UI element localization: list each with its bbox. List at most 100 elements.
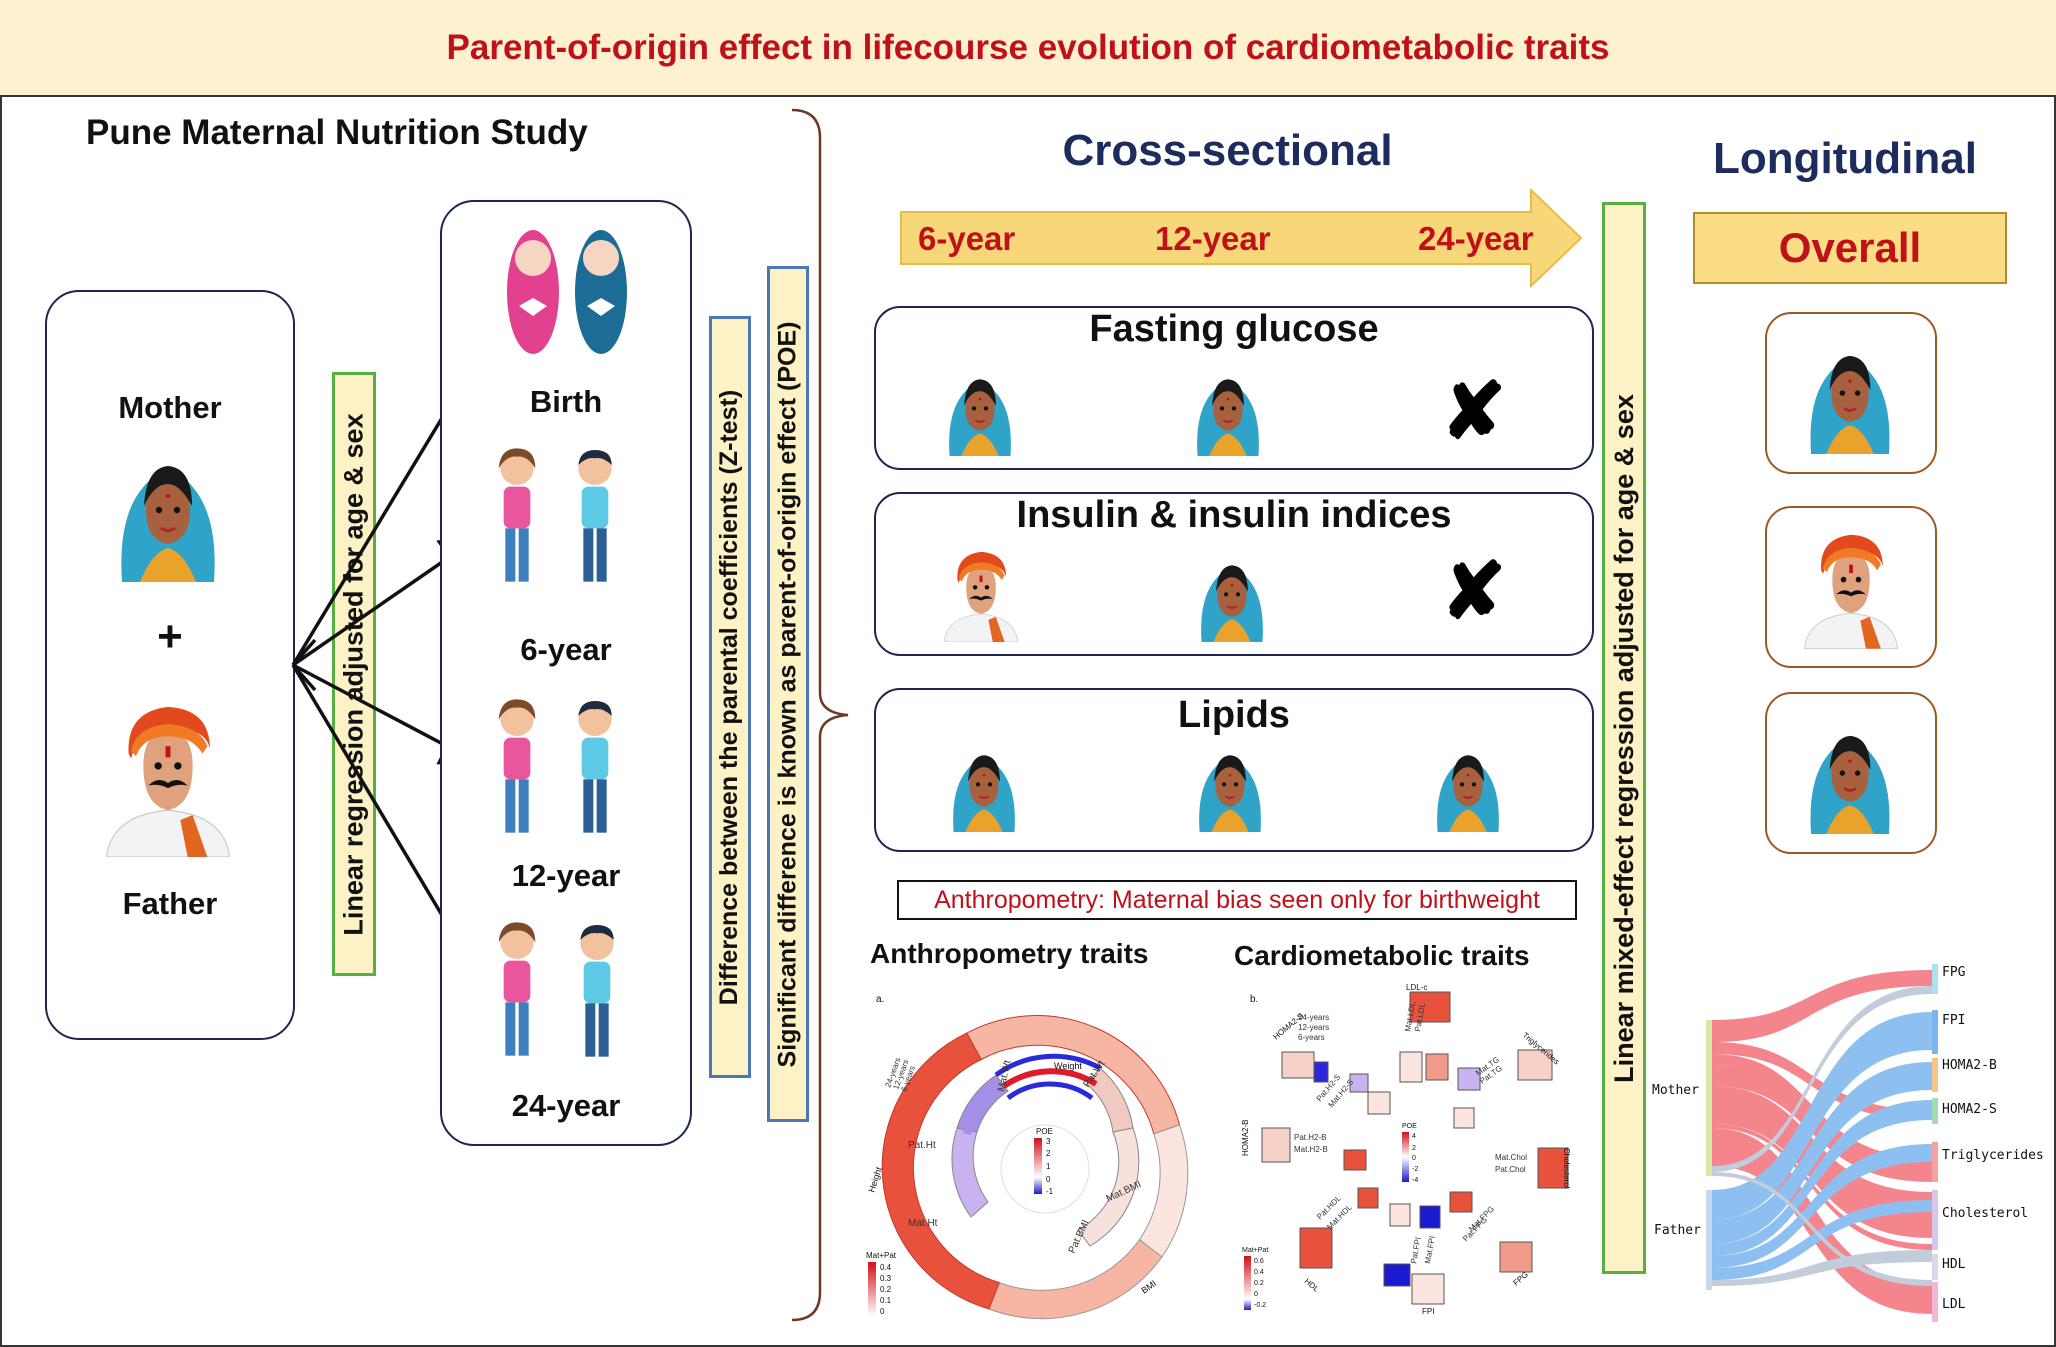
parents-box: Mother + Father bbox=[45, 290, 295, 1040]
father-figure bbox=[936, 546, 1026, 642]
sankey-node-homa2s bbox=[1932, 1098, 1938, 1124]
matpat-colorbar bbox=[1244, 1256, 1251, 1310]
baby-girl-figure bbox=[507, 230, 559, 354]
outer-label-weight: Weight bbox=[1054, 1061, 1082, 1071]
mother-figure bbox=[95, 452, 241, 582]
poe-tick: 2 bbox=[1046, 1149, 1051, 1158]
sankey-node-mother bbox=[1706, 1020, 1712, 1176]
poe-box: Significant difference is known as paren… bbox=[767, 266, 809, 1122]
matpat-tick: 0 bbox=[1254, 1291, 1258, 1298]
outer-label-ldl: LDL-c bbox=[1406, 983, 1427, 992]
girl-6yr-figure bbox=[492, 440, 542, 600]
outer-label-homa2b: HOMA2-B bbox=[1241, 1120, 1250, 1156]
inner-label: Pat.H2-B bbox=[1294, 1133, 1326, 1142]
trait-title-fasting-glucose: Fasting glucose bbox=[1089, 308, 1379, 350]
mother-figure bbox=[1424, 746, 1512, 832]
z-test-label: Difference between the parental coeffici… bbox=[715, 389, 744, 1005]
poe-colorbar bbox=[1402, 1132, 1409, 1182]
age-label-24yr: 24-year bbox=[511, 1088, 621, 1123]
outer-label-cholesterol: Cholesterol bbox=[1562, 1148, 1571, 1189]
father-figure bbox=[91, 697, 245, 857]
trait-card-lipids: Lipids bbox=[874, 688, 1594, 852]
sankey-source-label: Father bbox=[1654, 1223, 1701, 1238]
outer-label-fpg: FPG bbox=[1512, 1270, 1530, 1287]
matpat-tick: 0.2 bbox=[1254, 1280, 1264, 1287]
matpat-tick: -0.2 bbox=[1254, 1302, 1266, 1309]
overall-card-mother bbox=[1765, 692, 1937, 854]
plus-sign: + bbox=[157, 612, 183, 661]
sankey-target-label: HOMA2-S bbox=[1942, 1102, 1997, 1117]
sankey-source-label: Mother bbox=[1652, 1083, 1699, 1098]
mother-figure bbox=[1188, 556, 1276, 642]
linear-regression-box: Linear regression adjusted for age & sex bbox=[332, 372, 376, 976]
circos-cardiometabolic: b. LDL-c Triglycerides Cholesterol FPG F… bbox=[1241, 983, 1571, 1316]
father-label: Father bbox=[122, 886, 218, 921]
matpat-tick: 0.4 bbox=[880, 1263, 892, 1272]
cross-sectional-title: Cross-sectional bbox=[1062, 126, 1393, 175]
overall-card-father bbox=[1765, 506, 1937, 668]
timeline-24yr: 24-year bbox=[1418, 220, 1534, 257]
anthro-traits-title: Anthropometry traits bbox=[870, 938, 1149, 969]
sankey-target-label: Cholesterol bbox=[1942, 1206, 2029, 1221]
poe-tick: 2 bbox=[1412, 1145, 1416, 1152]
sankey-node-cholesterol bbox=[1932, 1190, 1938, 1250]
mother-label: Mother bbox=[118, 390, 222, 425]
sankey-target-label: FPG bbox=[1942, 965, 1966, 980]
mother-figure bbox=[1184, 370, 1272, 456]
overall-card-mother bbox=[1765, 312, 1937, 474]
anthropometry-note: Anthropometry: Maternal bias seen only f… bbox=[897, 880, 1577, 920]
outer-label-fpi: FPI bbox=[1422, 1307, 1434, 1316]
mother-figure bbox=[1186, 746, 1274, 832]
sankey-diagram bbox=[1706, 964, 1938, 1322]
inner-label-mat-ht: Mat.Ht bbox=[908, 1218, 938, 1229]
age-label-birth: Birth bbox=[529, 384, 603, 419]
trait-card-insulin: Insulin & insulin indices ✘ bbox=[874, 492, 1594, 656]
mother-figure bbox=[1795, 724, 1905, 834]
outer-label-height: Height bbox=[866, 1165, 884, 1193]
trait-title-lipids: Lipids bbox=[1178, 694, 1290, 736]
poe-tick: 0 bbox=[1046, 1175, 1051, 1184]
inner-label-pat-ht: Pat.Ht bbox=[908, 1140, 936, 1151]
poe-tick: 3 bbox=[1046, 1137, 1051, 1146]
cardio-traits-title: Cardiometabolic traits bbox=[1234, 940, 1530, 971]
poe-legend-title: POE bbox=[1402, 1123, 1417, 1130]
timeline-12yr: 12-year bbox=[1155, 220, 1271, 257]
age-label: 6-years bbox=[1298, 1033, 1325, 1042]
matpat-tick: 0.4 bbox=[1254, 1269, 1264, 1276]
sankey-node-father bbox=[1706, 1190, 1712, 1290]
poe-colorbar bbox=[1034, 1138, 1042, 1194]
mother-figure bbox=[1795, 344, 1905, 454]
poe-tick: 1 bbox=[1046, 1162, 1051, 1171]
matpat-tick: 0.6 bbox=[1254, 1258, 1264, 1265]
inner-label-mat-wt: Mat.Wt bbox=[996, 1059, 1013, 1092]
sankey-node-fpg bbox=[1932, 964, 1938, 994]
outer-label-bmi: BMI bbox=[1139, 1278, 1158, 1295]
overall-label: Overall bbox=[1693, 212, 2007, 284]
matpat-legend-title: Mat+Pat bbox=[1242, 1247, 1268, 1254]
sankey-node-fpi bbox=[1932, 1010, 1938, 1054]
boy-12yr-figure bbox=[570, 690, 620, 852]
matpat-colorbar bbox=[868, 1262, 876, 1316]
sankey-node-homa2b bbox=[1932, 1058, 1938, 1092]
study-title: Pune Maternal Nutrition Study bbox=[86, 113, 588, 152]
inner-label: Mat.Chol bbox=[1495, 1153, 1527, 1162]
circos-anthropometry: a. Weight Height BMI Mat.Wt Pat.Wt Pat.H… bbox=[866, 994, 1189, 1320]
girl-12yr-figure bbox=[492, 690, 542, 852]
age-label-12yr: 12-year bbox=[511, 858, 621, 893]
poe-tick: 0 bbox=[1412, 1155, 1416, 1162]
trait-title-insulin: Insulin & insulin indices bbox=[1016, 494, 1452, 536]
panel-label-b: b. bbox=[1250, 994, 1258, 1005]
poe-legend-title: POE bbox=[1036, 1127, 1053, 1136]
sankey-node-hdl bbox=[1932, 1254, 1938, 1280]
mother-figure bbox=[936, 370, 1024, 456]
father-figure bbox=[1795, 526, 1907, 650]
inner-label: Pat.FPI bbox=[1409, 1237, 1422, 1265]
poe-tick: 4 bbox=[1412, 1133, 1416, 1140]
age-label: 12-years bbox=[1298, 1023, 1329, 1032]
outer-label-hdl: HDL bbox=[1303, 1277, 1321, 1295]
no-effect-mark: ✘ bbox=[1441, 367, 1507, 455]
matpat-tick: 0.1 bbox=[880, 1296, 892, 1305]
sankey-node-triglycerides bbox=[1932, 1142, 1938, 1182]
longitudinal-title: Longitudinal bbox=[1713, 134, 1977, 183]
inner-label: Mat.FPI bbox=[1423, 1235, 1437, 1264]
